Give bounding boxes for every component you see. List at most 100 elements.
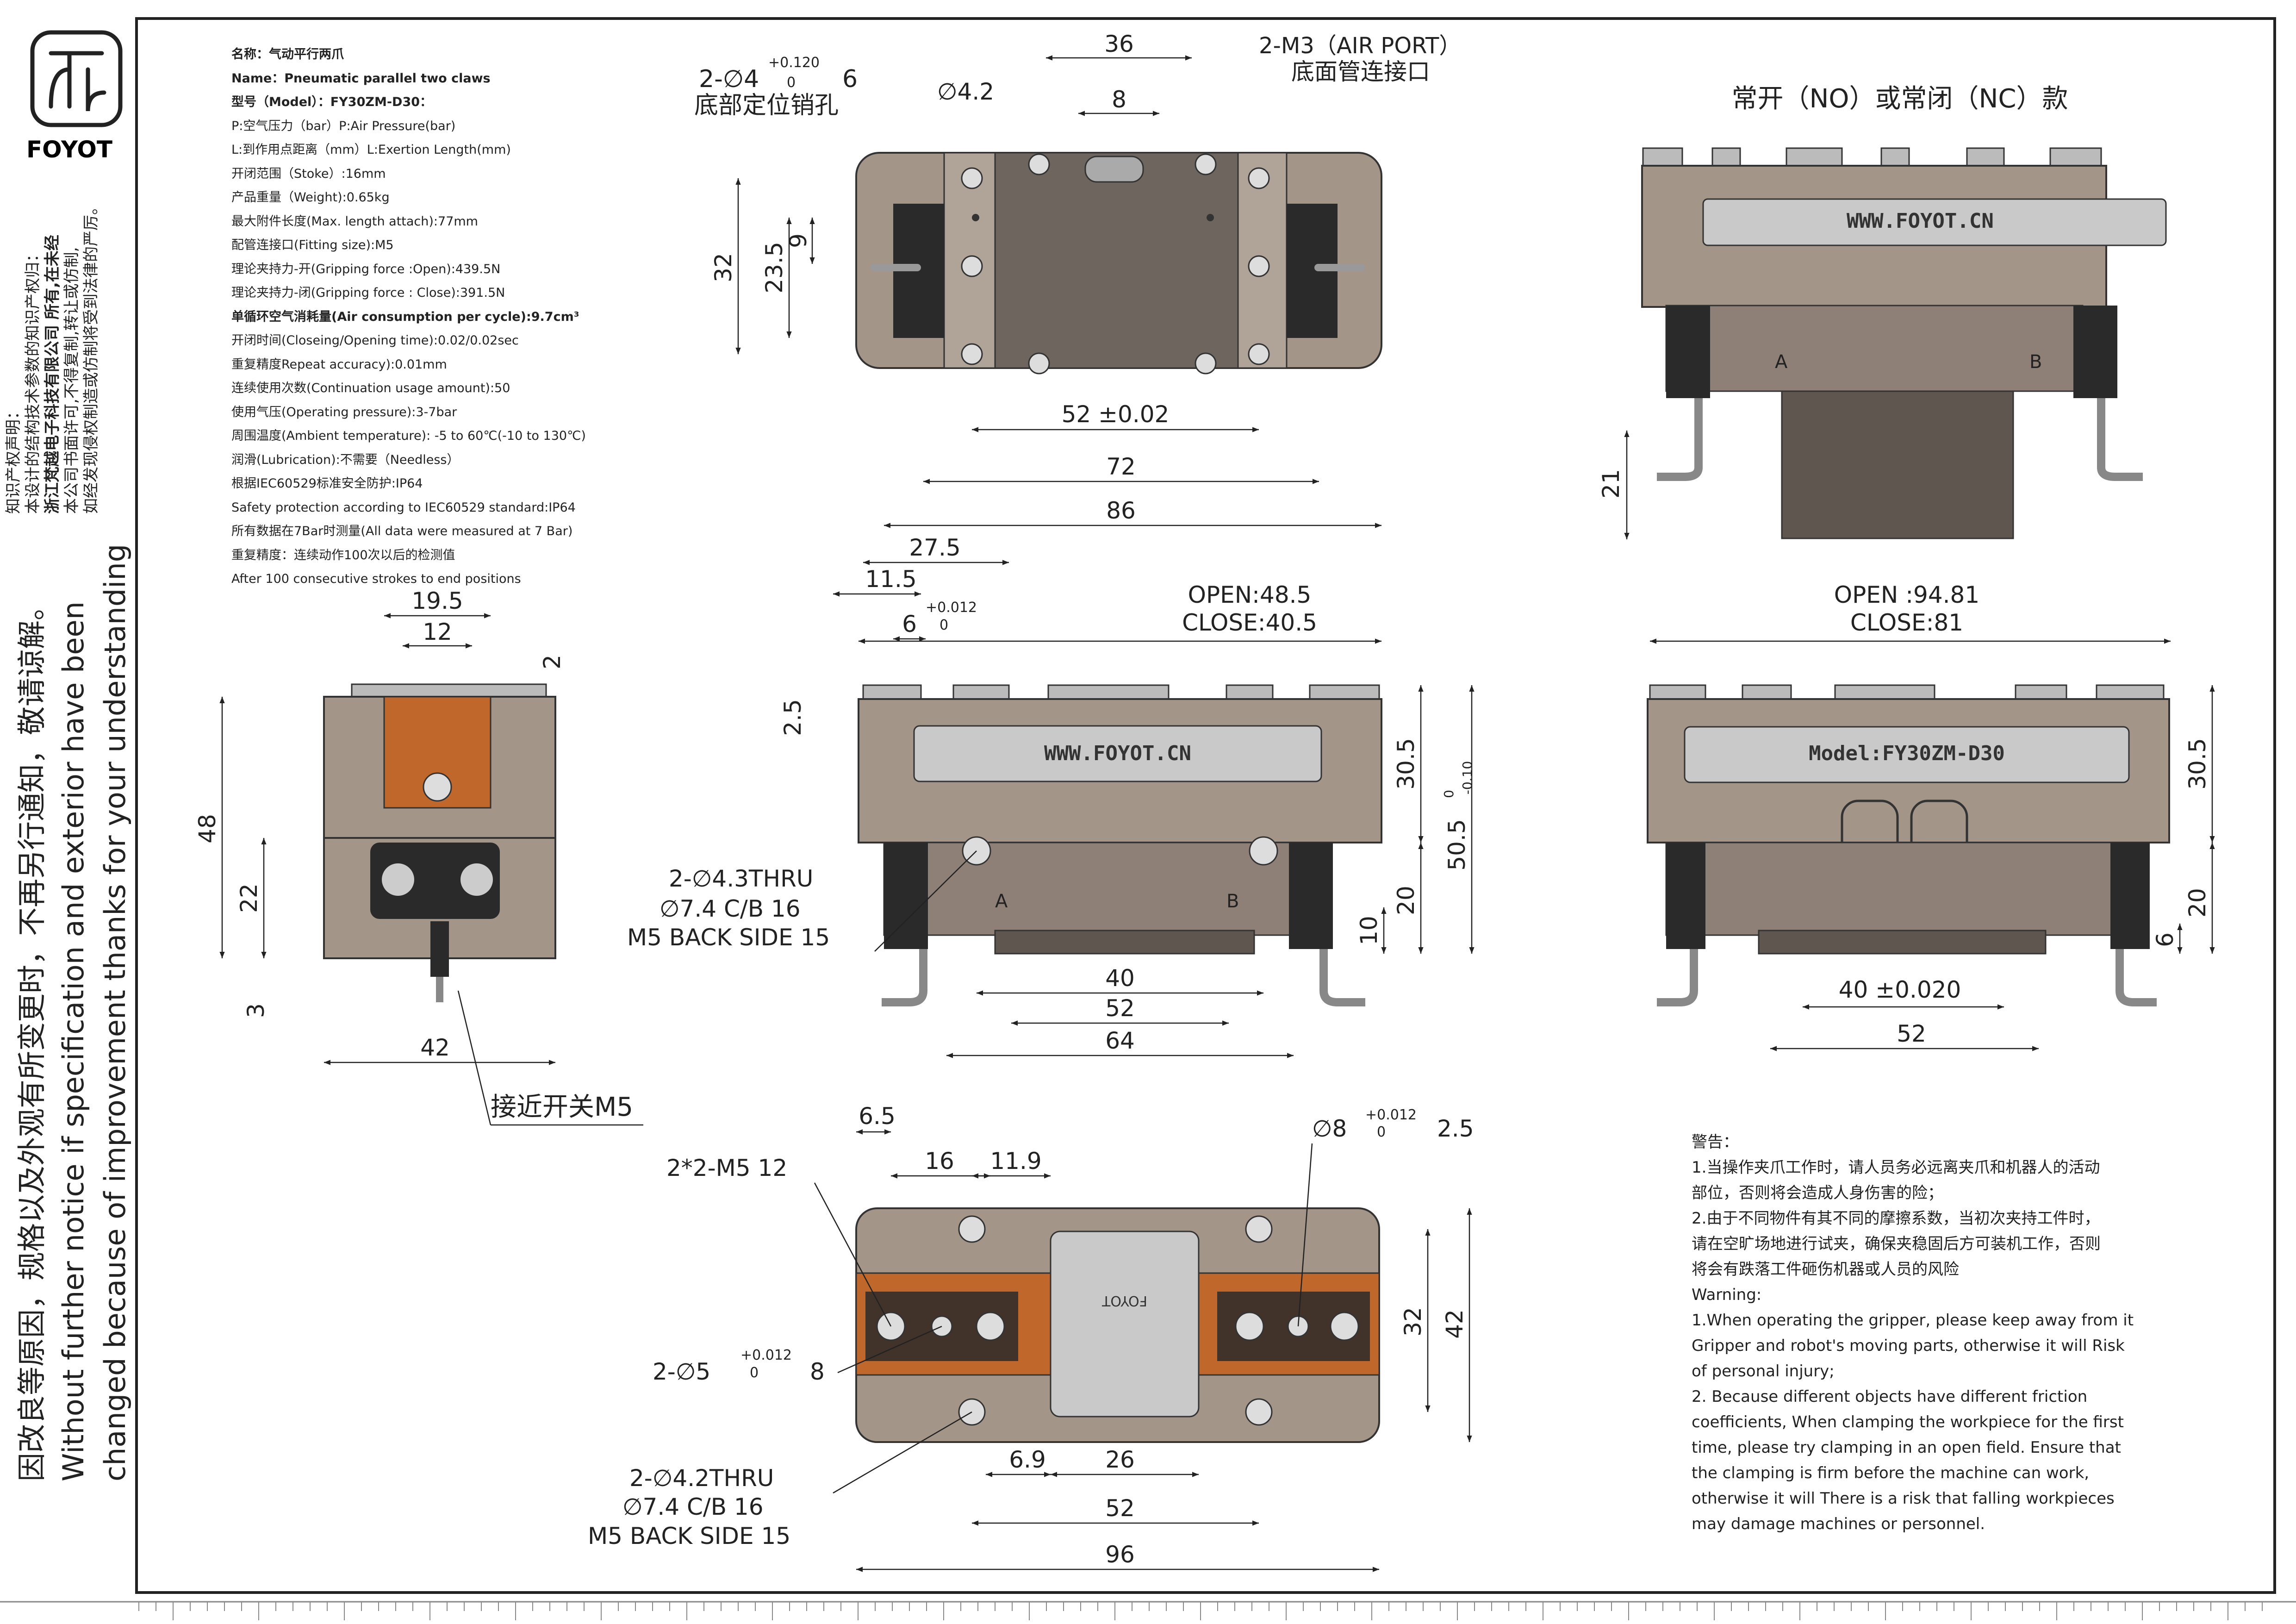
svg-text:+0.012: +0.012 bbox=[1365, 1107, 1417, 1123]
notice-en2: changed because of improvement thanks fo… bbox=[98, 544, 132, 1481]
svg-text:8: 8 bbox=[810, 1358, 825, 1385]
svg-text:+0.012: +0.012 bbox=[740, 1347, 792, 1363]
svg-text:32: 32 bbox=[1400, 1307, 1426, 1337]
warning-line: 1.当操作夹爪工作时，请人员务必远离夹爪和机器人的活动 bbox=[1692, 1158, 2100, 1177]
svg-text:2-∅5: 2-∅5 bbox=[653, 1358, 710, 1385]
spec-line: 所有数据在7Bar时测量(All data were measured at 7… bbox=[231, 524, 573, 538]
svg-text:本设计的结构技术参数的知识产权归：: 本设计的结构技术参数的知识产权归： bbox=[24, 246, 42, 514]
svg-text:2.5: 2.5 bbox=[1437, 1115, 1474, 1142]
svg-text:8: 8 bbox=[1112, 86, 1126, 113]
bottom-view: FOYOT bbox=[855, 1207, 1380, 1443]
warning-line: 2. Because different objects have differ… bbox=[1692, 1387, 2088, 1406]
spec-line: 周围温度(Ambient temperature): -5 to 60℃(-10… bbox=[231, 429, 586, 443]
svg-text:52: 52 bbox=[1105, 995, 1135, 1022]
warning-line: otherwise it will There is a risk that f… bbox=[1692, 1489, 2115, 1508]
spec-line: After 100 consecutive strokes to end pos… bbox=[231, 572, 521, 586]
warning-line: 1.When operating the gripper, please kee… bbox=[1692, 1311, 2134, 1330]
svg-text:6: 6 bbox=[2152, 932, 2178, 947]
svg-text:42: 42 bbox=[420, 1034, 450, 1061]
svg-text:2-∅4.3THRU: 2-∅4.3THRU bbox=[669, 865, 813, 892]
svg-text:Model:FY30ZM-D30: Model:FY30ZM-D30 bbox=[1809, 742, 2005, 765]
warning-line: 请在空旷场地进行试夹，确保夹稳固后方可装机工作，否则 bbox=[1692, 1235, 2101, 1253]
svg-text:30.5: 30.5 bbox=[2184, 738, 2211, 789]
spec-line: 开闭范围（Stoke）:16mm bbox=[231, 166, 386, 181]
spec-line: 连续使用次数(Continuation usage amount):50 bbox=[231, 381, 510, 395]
warning-line: 2.由于不同物件有其不同的摩擦系数，当初次夹持工件时， bbox=[1692, 1209, 2100, 1228]
warning-line: 将会有跌落工件砸伤机器或人员的风险 bbox=[1692, 1260, 1959, 1279]
svg-text:12: 12 bbox=[423, 618, 452, 645]
spec-line: 理论夹持力-开(Gripping force :Open):439.5N bbox=[231, 262, 501, 276]
svg-text:∅4.2: ∅4.2 bbox=[937, 78, 994, 105]
svg-text:86: 86 bbox=[1106, 497, 1136, 524]
warning-line: of personal injury; bbox=[1692, 1362, 1835, 1380]
back-view: Model:FY30ZM-D30 bbox=[1647, 684, 2170, 1006]
svg-text:0: 0 bbox=[750, 1365, 759, 1381]
svg-text:M5 BACK SIDE 15: M5 BACK SIDE 15 bbox=[588, 1523, 790, 1549]
drawing-frame bbox=[135, 17, 2276, 1594]
svg-text:6: 6 bbox=[902, 611, 917, 637]
svg-text:CLOSE:40.5: CLOSE:40.5 bbox=[1182, 609, 1317, 636]
svg-text:26: 26 bbox=[1105, 1446, 1135, 1473]
svg-text:21: 21 bbox=[1598, 469, 1624, 499]
svg-text:0: 0 bbox=[1441, 790, 1456, 798]
svg-text:50.5: 50.5 bbox=[1444, 819, 1470, 870]
svg-text:∅7.4 C/B 16: ∅7.4 C/B 16 bbox=[622, 1493, 764, 1520]
spec-line: 润滑(Lubrication):不需要（Needless） bbox=[231, 452, 460, 467]
spec-line: 重复精度Repeat accuracy):0.01mm bbox=[231, 357, 447, 372]
svg-text:3: 3 bbox=[243, 1003, 269, 1018]
svg-text:+0.120: +0.120 bbox=[768, 55, 820, 71]
svg-text:2-∅4: 2-∅4 bbox=[699, 65, 759, 93]
svg-text:FOYOT: FOYOT bbox=[1101, 1293, 1147, 1309]
svg-text:+0.012: +0.012 bbox=[926, 600, 977, 616]
warning-line: the clamping is firm before the machine … bbox=[1692, 1464, 2090, 1482]
spec-line: 最大附件长度(Max. length attach):77mm bbox=[231, 214, 478, 229]
foyot-logo: FOYOT bbox=[26, 30, 123, 163]
warning-line: may damage machines or personnel. bbox=[1692, 1515, 1985, 1533]
front-view: WWW.FOYOT.CN A B bbox=[858, 684, 1382, 1006]
spec-line: L:到作用点距离（mm）L:Exertion Length(mm) bbox=[231, 143, 511, 157]
spec-line: P:空气压力（bar）P:Air Pressure(bar) bbox=[231, 119, 456, 133]
svg-text:30.5: 30.5 bbox=[1393, 738, 1419, 789]
svg-text:11.9: 11.9 bbox=[990, 1148, 1041, 1174]
warning-line: 警告： bbox=[1692, 1133, 1739, 1151]
notice-cn: 因改良等原因，规格以及外观有所变更时，不再另行通知，敬请谅解。 bbox=[15, 592, 49, 1481]
side-notice: 因改良等原因，规格以及外观有所变更时，不再另行通知，敬请谅解。 Without … bbox=[15, 544, 132, 1481]
top-view bbox=[855, 152, 1382, 375]
spec-line: 开闭时间(Closeing/Opening time):0.02/0.02sec bbox=[231, 333, 519, 348]
svg-text:如经发现侵权制造或仿制将受到法律的严厉。: 如经发现侵权制造或仿制将受到法律的严厉。 bbox=[82, 199, 100, 514]
svg-text:2: 2 bbox=[539, 655, 566, 669]
no-nc-heading: 常开（NO）或常闭（NC）款 bbox=[1732, 84, 2068, 114]
no-nc-view: WWW.FOYOT.CN A B bbox=[1641, 147, 2167, 539]
svg-text:6.5: 6.5 bbox=[859, 1103, 896, 1130]
spec-line: 名称：气动平行两爪 bbox=[231, 47, 344, 62]
warning-block: 警告：1.当操作夹爪工作时，请人员务必远离夹爪和机器人的活动部位，否则将会造成人… bbox=[1692, 1130, 2154, 1537]
svg-text:52: 52 bbox=[1105, 1495, 1135, 1522]
svg-text:36: 36 bbox=[1104, 31, 1134, 57]
svg-text:52 ±0.02: 52 ±0.02 bbox=[1062, 401, 1170, 428]
svg-text:2-M3（AIR PORT）: 2-M3（AIR PORT） bbox=[1259, 33, 1461, 59]
svg-text:72: 72 bbox=[1106, 453, 1136, 480]
svg-text:64: 64 bbox=[1105, 1027, 1135, 1054]
svg-text:9: 9 bbox=[785, 233, 812, 248]
svg-text:32: 32 bbox=[710, 253, 737, 282]
svg-text:B: B bbox=[1226, 891, 1239, 912]
svg-text:接近开关M5: 接近开关M5 bbox=[491, 1092, 633, 1122]
svg-text:B: B bbox=[2029, 351, 2042, 373]
svg-text:22: 22 bbox=[236, 883, 262, 913]
svg-text:WWW.FOYOT.CN: WWW.FOYOT.CN bbox=[1847, 209, 1994, 233]
svg-text:本公司书面许可,不得复制,转让或仿制,: 本公司书面许可,不得复制,转让或仿制, bbox=[62, 247, 81, 514]
spec-list: 名称：气动平行两爪 Name：Pneumatic parallel two cla… bbox=[231, 43, 694, 591]
svg-text:M5 BACK SIDE 15: M5 BACK SIDE 15 bbox=[627, 924, 830, 951]
spec-line: Name：Pneumatic parallel two claws bbox=[231, 71, 491, 86]
svg-text:20: 20 bbox=[1393, 886, 1419, 915]
spec-line: 重复精度：连续动作100次以后的检测值 bbox=[231, 548, 455, 562]
svg-text:0: 0 bbox=[940, 617, 948, 633]
svg-text:11.5: 11.5 bbox=[865, 566, 916, 593]
svg-text:40: 40 bbox=[1105, 965, 1135, 992]
copyright-notice: 知识产权声明： 本设计的结构技术参数的知识产权归： 浙江梵越电子科技有限公司 所… bbox=[4, 199, 100, 514]
svg-text:2-∅4.2THRU: 2-∅4.2THRU bbox=[629, 1465, 774, 1492]
svg-text:A: A bbox=[1775, 351, 1788, 373]
svg-text:∅7.4 C/B 16: ∅7.4 C/B 16 bbox=[660, 895, 801, 922]
svg-text:52: 52 bbox=[1897, 1020, 1926, 1047]
brand-name: FOYOT bbox=[26, 136, 112, 163]
